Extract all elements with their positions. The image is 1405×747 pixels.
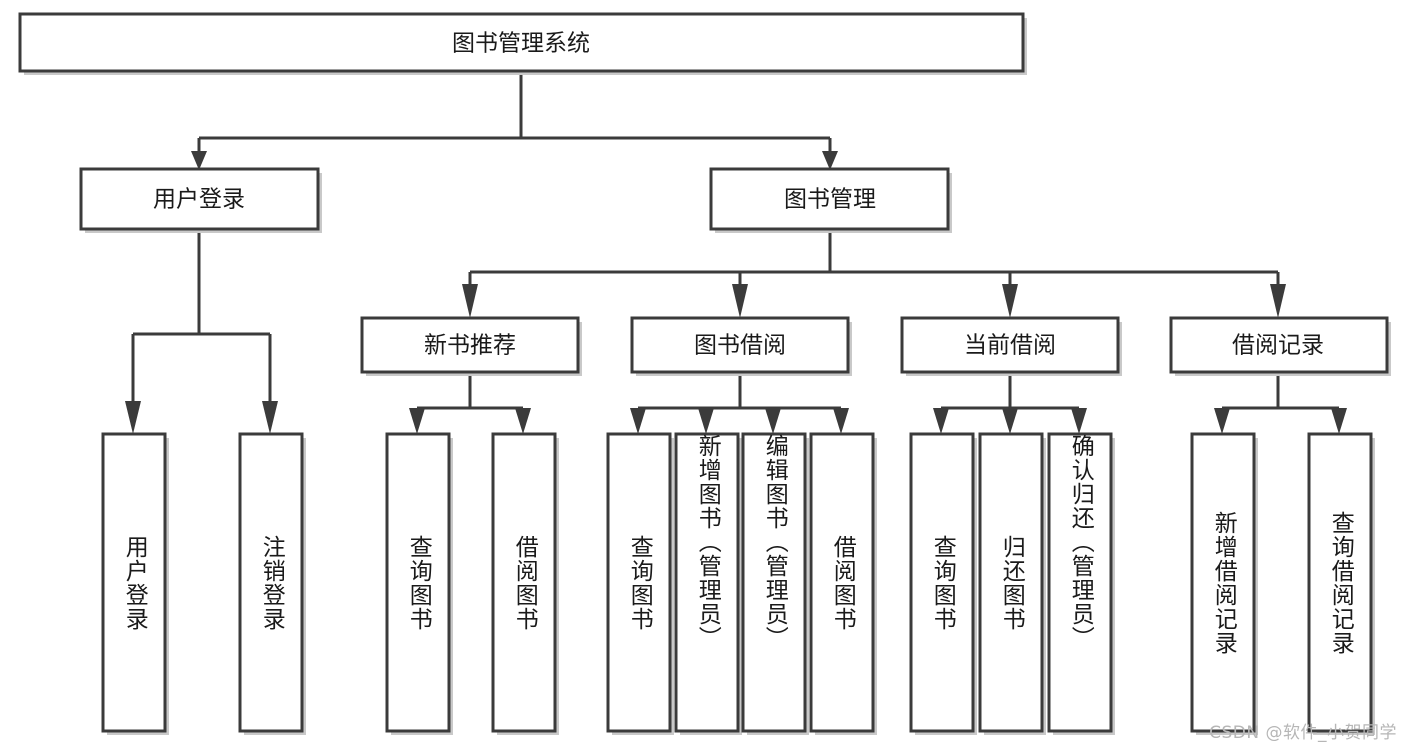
node-box-book-management[interactable]: [709, 167, 950, 231]
node-box-leaf-query-book-1[interactable]: [385, 432, 451, 733]
node-box-leaf-logout-login[interactable]: [238, 432, 304, 733]
arrow-to-leaf-edit-book: [765, 408, 781, 434]
node-box-borrow-record[interactable]: [1169, 316, 1389, 374]
arrow-to-book-borrow: [732, 284, 748, 318]
arrow-to-leaf-add-record: [1214, 408, 1230, 434]
arrow-to-leaf-query-book-1: [409, 408, 425, 434]
node-label-borrow-record: 借阅记录: [1232, 333, 1324, 359]
node-label-book-management: 图书管理: [784, 187, 876, 213]
node-box-leaf-borrow-book-2[interactable]: [809, 432, 875, 733]
node-box-leaf-user-login[interactable]: [101, 432, 167, 733]
arrow-to-leaf-logout-login: [262, 401, 278, 434]
arrow-to-leaf-user-login: [125, 401, 141, 434]
node-label-current-borrow: 当前借阅: [964, 333, 1056, 359]
arrow-to-leaf-query-book-2: [630, 408, 646, 434]
arrow-to-leaf-borrow-book-1: [515, 408, 531, 434]
node-label-root: 图书管理系统: [452, 31, 590, 57]
arrow-to-borrow-record: [1270, 284, 1286, 318]
node-box-new-book-recommend[interactable]: [360, 316, 580, 374]
arrow-to-leaf-add-book: [698, 408, 714, 434]
node-box-leaf-query-record[interactable]: [1307, 432, 1373, 733]
arrow-to-book-management: [822, 151, 838, 170]
arrow-to-leaf-query-record: [1331, 408, 1347, 434]
arrow-to-leaf-query-book-3: [933, 408, 949, 434]
csdn-watermark: CSDN @软件_小贺同学: [1209, 723, 1397, 743]
node-box-leaf-query-book-3[interactable]: [909, 432, 975, 733]
edge-layer: [125, 75, 1347, 434]
node-box-leaf-add-book[interactable]: [674, 432, 740, 733]
node-box-leaf-borrow-book-1[interactable]: [491, 432, 557, 733]
node-box-root[interactable]: [18, 12, 1025, 73]
node-label-book-borrow: 图书借阅: [694, 333, 786, 359]
node-box-user-login[interactable]: [79, 167, 320, 231]
node-box-leaf-query-book-2[interactable]: [606, 432, 672, 733]
node-box-book-borrow[interactable]: [630, 316, 850, 374]
node-box-leaf-add-record[interactable]: [1190, 432, 1256, 733]
horizontal-label-layer: 图书管理系统 用户登录 图书管理 新书推荐 图书借阅 当前借阅 借阅记录: [153, 31, 1324, 359]
arrow-to-current-borrow: [1002, 284, 1018, 318]
arrow-to-leaf-confirm-return: [1071, 408, 1087, 434]
node-box-leaf-return-book[interactable]: [978, 432, 1044, 733]
node-box-leaf-edit-book[interactable]: [741, 432, 807, 733]
node-label-user-login: 用户登录: [153, 187, 245, 213]
node-box-leaf-confirm-return[interactable]: [1047, 432, 1113, 733]
node-layer: [18, 12, 1391, 735]
node-label-new-book-recommend: 新书推荐: [424, 333, 516, 359]
arrow-to-leaf-borrow-book-2: [833, 408, 849, 434]
node-box-current-borrow[interactable]: [900, 316, 1120, 374]
arrow-to-user-login: [191, 151, 207, 170]
arrow-to-leaf-return-book: [1002, 408, 1018, 434]
arrow-to-new-book-recommend: [462, 284, 478, 318]
